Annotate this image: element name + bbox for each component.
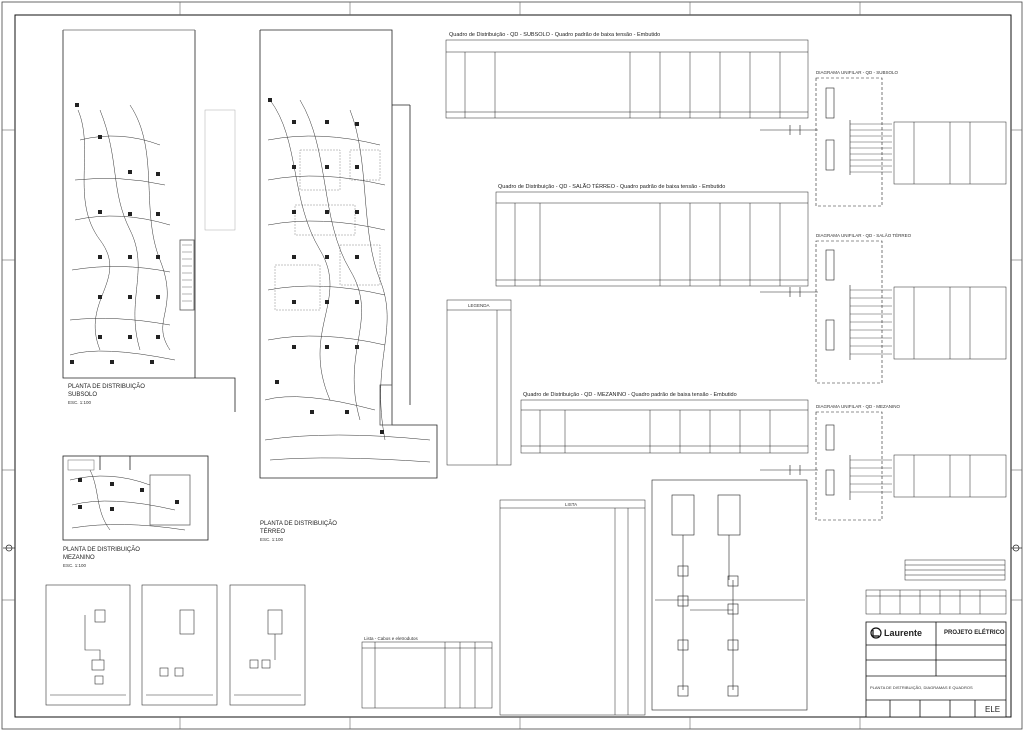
drawing-description: PLANTA DE DISTRIBUIÇÃO, DIAGRAMAS E QUAD…: [870, 685, 973, 690]
plan-subsolo-scale: ESC. 1:100: [68, 400, 92, 405]
inner-border: [14, 14, 1012, 718]
plan-terreo-scale: ESC. 1:100: [260, 537, 284, 542]
materials-list-table: [499, 499, 646, 716]
laurente-logo: [870, 627, 882, 639]
center-marks: [3, 544, 1022, 552]
discipline-code: ELE: [985, 705, 1001, 714]
materials-title: LISTA: [565, 502, 578, 507]
load-table-1: [893, 121, 1007, 185]
project-title: PROJETO ELÉTRICO: [944, 630, 1005, 636]
panel-qd3-title: Quadro de Distribuição - QD - MEZANINO -…: [523, 392, 737, 398]
load-table-2: [893, 286, 1007, 360]
legend-title: LEGENDA: [468, 303, 490, 308]
riser-detail: [651, 479, 808, 711]
plan-subsolo-subtitle: SUBSOLO: [68, 392, 98, 398]
diagram-3-title: DIAGRAMA UNIFILAR - QD - MEZANINO: [816, 404, 901, 409]
legend-table: [446, 299, 512, 466]
diagram-1-title: DIAGRAMA UNIFILAR - QD - SUBSOLO: [816, 70, 899, 75]
diagram-2-title: DIAGRAMA UNIFILAR - QD - SALÃO TÉRREO: [816, 233, 912, 238]
panel-schedule-qd2: [495, 191, 809, 287]
company-name: Laurente: [884, 628, 923, 638]
plan-mezanino-subtitle: MEZANINO: [63, 555, 95, 561]
floor-plan-subsolo: [62, 29, 236, 412]
load-table-3: [893, 454, 1007, 498]
plan-mezanino-scale: ESC. 1:100: [63, 563, 87, 568]
cable-list-table: [361, 641, 493, 709]
detail-elevation-1: [45, 584, 131, 706]
single-line-diagram-3: [760, 411, 892, 521]
panel-schedule-qd1: [445, 39, 809, 119]
detail-elevation-3: [229, 584, 306, 706]
plan-mezanino-title: PLANTA DE DISTRIBUIÇÃO: [63, 547, 140, 553]
plan-terreo-subtitle: TÉRREO: [260, 529, 286, 535]
single-line-diagram-2: [760, 240, 892, 384]
panel-schedule-qd3: [520, 399, 809, 454]
title-block: [865, 621, 1007, 718]
revision-table: [865, 559, 1007, 615]
panel-qd2-title: Quadro de Distribuição - QD - SALÃO TÉRR…: [498, 184, 726, 190]
detail-elevation-2: [141, 584, 218, 706]
cable-table-title: Lista - Cabos e eletrodutos: [364, 636, 418, 641]
panel-qd1-title: Quadro de Distribuição - QD - SUBSOLO - …: [449, 32, 661, 38]
floor-plan-mezanino: [62, 455, 209, 541]
plan-terreo-title: PLANTA DE DISTRIBUIÇÃO: [260, 521, 337, 527]
plan-subsolo-title: PLANTA DE DISTRIBUIÇÃO: [68, 384, 145, 390]
floor-plan-terreo: [259, 29, 438, 479]
single-line-diagram-1: [760, 77, 892, 207]
